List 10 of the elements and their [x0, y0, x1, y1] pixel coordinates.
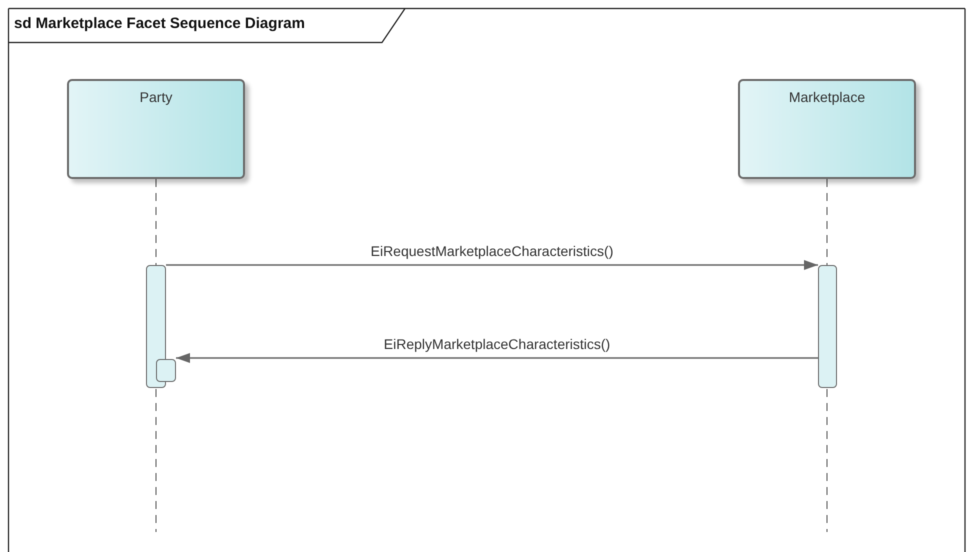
- activation-bar: [146, 265, 166, 388]
- activation-bar: [156, 359, 176, 382]
- message-label: EiRequestMarketplaceCharacteristics(): [370, 243, 614, 259]
- participant-name: Party: [140, 89, 172, 105]
- lifeline-head: [738, 79, 916, 179]
- message-label: EiReplyMarketplaceCharacteristics(): [382, 336, 612, 352]
- participant-name: Marketplace: [788, 89, 866, 105]
- lifeline-head: [67, 79, 245, 179]
- activation-bar: [818, 265, 837, 388]
- diagram-title: sd Marketplace Facet Sequence Diagram: [14, 15, 305, 32]
